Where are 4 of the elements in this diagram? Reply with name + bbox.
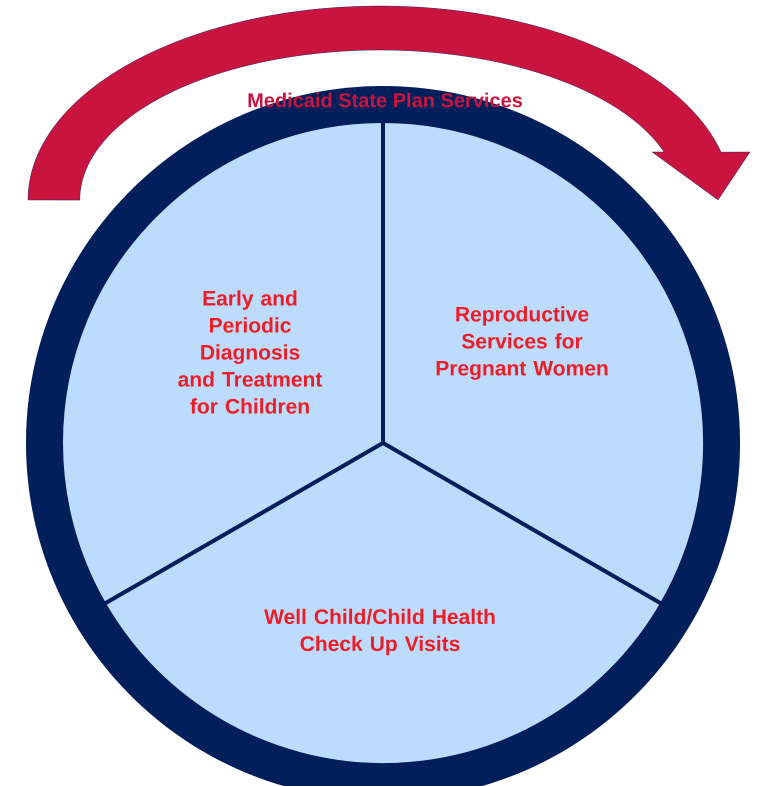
pie-sector: Reproductive Services for Pregnant Women <box>381 119 708 606</box>
pie-sector: Well Child/Child Health Check Up Visits <box>102 441 664 768</box>
node-label: Well Child/Child Health Check Up Visits <box>264 608 495 656</box>
pie-sector: Early and Periodic Diagnosis and Treatment for Children <box>59 119 385 606</box>
